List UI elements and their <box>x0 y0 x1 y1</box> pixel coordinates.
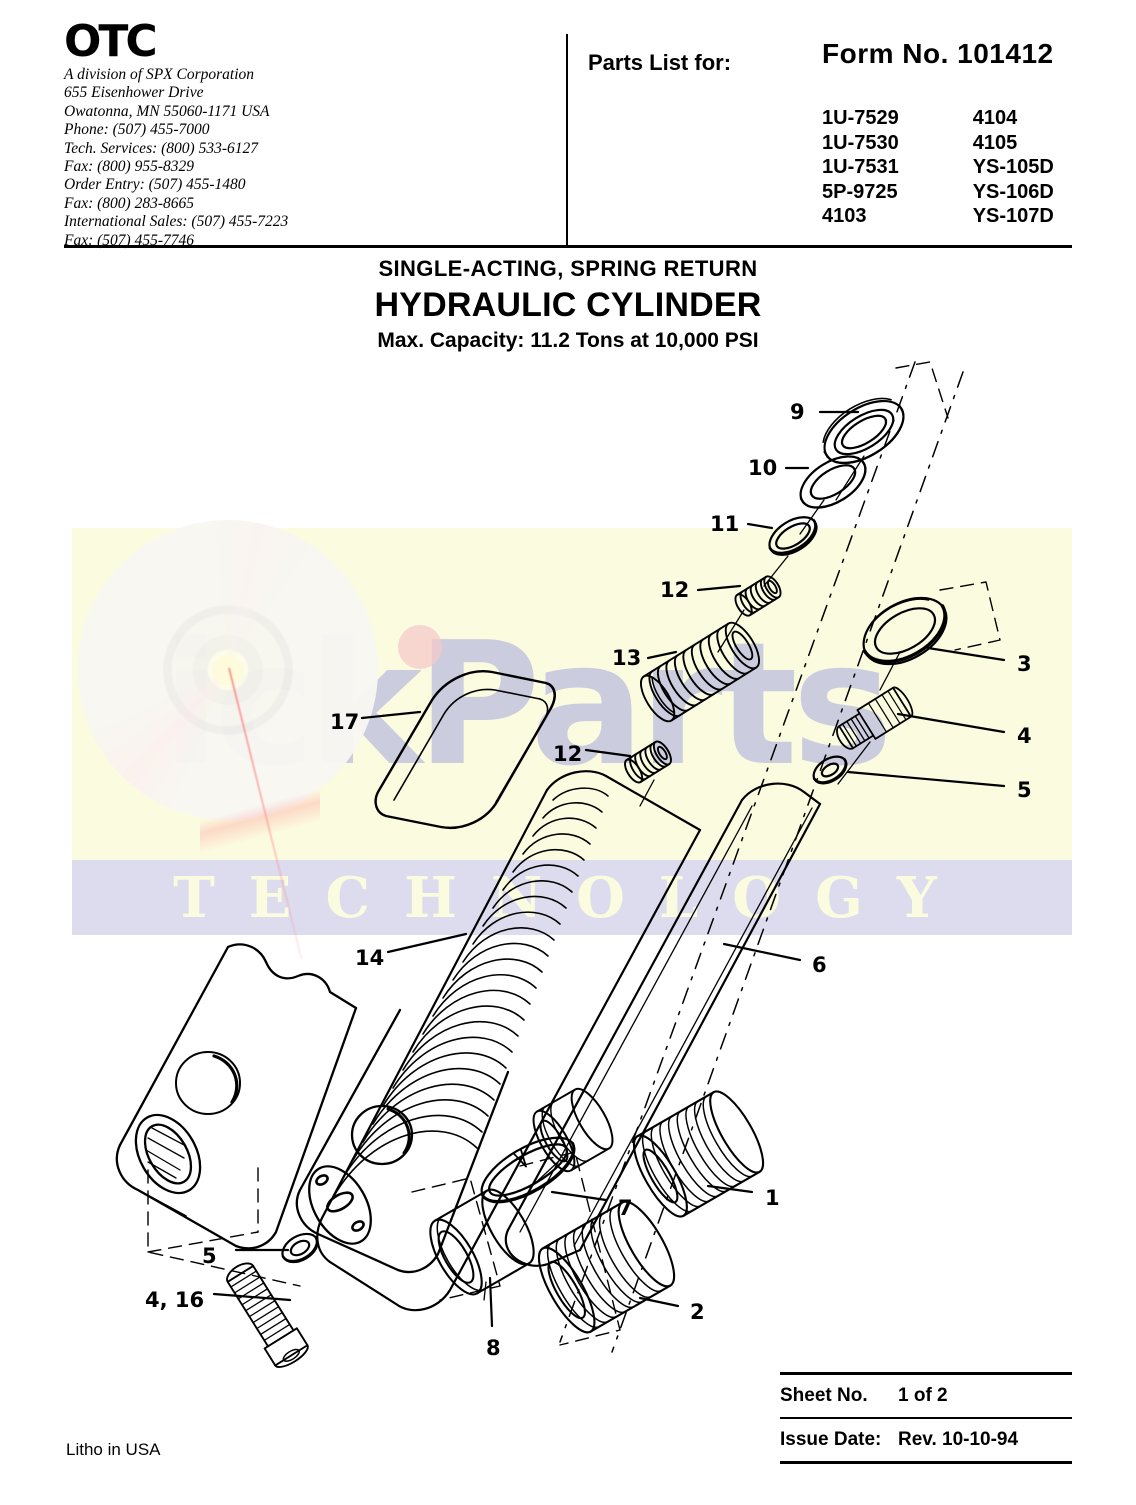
title-block: SINGLE-ACTING, SPRING RETURN HYDRAULIC C… <box>0 256 1136 353</box>
part-4-16-screw <box>226 1262 309 1368</box>
otc-logo: OTC <box>64 16 158 67</box>
title-subtitle: SINGLE-ACTING, SPRING RETURN <box>378 256 758 281</box>
callout-8: 8 <box>486 1336 501 1360</box>
model-number: 4104 <box>972 107 1018 129</box>
group-bracket-top <box>895 361 949 419</box>
part-5a-washer <box>812 755 848 785</box>
part-2-coupler <box>537 1200 676 1334</box>
callout-12-lower: 12 <box>553 742 583 766</box>
model-number: 1U-7530 <box>822 131 899 154</box>
callout-11: 11 <box>710 512 740 536</box>
callout-4: 4 <box>1017 724 1032 748</box>
sheet-no-row: Sheet No. 1 of 2 <box>780 1375 1072 1417</box>
header-rule <box>64 245 1072 248</box>
part-rod-piston-head <box>532 1087 614 1173</box>
callout-14: 14 <box>355 946 385 970</box>
part-17-sleeve <box>374 670 556 829</box>
sheet-no-value: 1 of 2 <box>898 1384 948 1406</box>
title-capacity: Max. Capacity: 11.2 Tons at 10,000 PSI <box>377 329 759 352</box>
footer-rule-mid <box>780 1416 1072 1419</box>
model-number: 4103 <box>822 205 867 227</box>
part-12b-spring <box>624 740 672 784</box>
model-number: 1U-7531 <box>822 156 899 178</box>
part-cylinder-body-left <box>115 943 358 1250</box>
issue-date-row: Issue Date: Rev. 10-10-94 <box>780 1419 1072 1461</box>
footer-rule-top <box>780 1372 1072 1375</box>
part-13-return-spring <box>640 621 760 723</box>
part-1-coupler <box>632 1090 765 1218</box>
callout-13: 13 <box>612 646 642 670</box>
end-face-ports <box>308 1165 372 1245</box>
callout-17: 17 <box>330 710 360 734</box>
callout-9: 9 <box>790 400 805 424</box>
issue-date-label: Issue Date: <box>780 1429 882 1450</box>
part-11-o-ring <box>768 516 818 556</box>
group-bracket-item3 <box>939 581 1001 651</box>
part-9-seal <box>822 397 905 465</box>
assembly-axis-lines <box>559 361 964 1353</box>
callout-2: 2 <box>690 1300 705 1324</box>
threaded-bore-left <box>134 1113 202 1195</box>
part-4-set-screw <box>836 686 914 750</box>
form-number: Form No. 101412 <box>822 38 1054 69</box>
callout-10: 10 <box>748 456 778 480</box>
footer-table: Sheet No. 1 of 2 Issue Date: Rev. 10-10-… <box>780 1372 1072 1464</box>
part-12a-spring <box>734 575 782 617</box>
model-number: 4105 <box>972 131 1018 154</box>
company-address: A division of SPX Corporation 655 Eisenh… <box>64 66 289 249</box>
model-number: 5P-9725 <box>822 180 898 203</box>
sheet-no-label: Sheet No. <box>780 1384 868 1406</box>
callout-7: 7 <box>618 1196 633 1220</box>
footer-rule-bottom <box>780 1461 1072 1464</box>
header-divider <box>566 34 568 246</box>
issue-date-value: Rev. 10-10-94 <box>898 1429 1019 1450</box>
callout-6: 6 <box>812 953 827 977</box>
litho-notice: Litho in USA <box>66 1440 161 1459</box>
part-5b-washer <box>281 1232 319 1264</box>
callout-3: 3 <box>1017 652 1032 676</box>
callout-5-lower: 5 <box>202 1244 217 1268</box>
callout-1: 1 <box>765 1186 780 1210</box>
group-bracket-item5-16 <box>147 1167 301 1287</box>
title-main: HYDRAULIC CYLINDER <box>374 286 762 324</box>
parts-list-for-label: Parts List for: <box>588 50 732 75</box>
callout-5-upper: 5 <box>1017 778 1032 802</box>
leader-lines <box>212 410 1006 1328</box>
document-header: OTC A division of SPX Corporation 655 Ei… <box>64 16 1072 249</box>
model-number: YS-106D <box>972 180 1054 203</box>
callout-4-16: 4, 16 <box>145 1288 205 1312</box>
part-14-threaded-ram <box>316 770 702 1312</box>
model-number: YS-107D <box>972 205 1054 227</box>
part-10-backup-ring <box>799 455 867 509</box>
part-cylinder-body-right <box>295 1008 510 1274</box>
part-3-o-ring <box>862 596 948 666</box>
model-number: YS-105D <box>972 156 1054 178</box>
callout-12-upper: 12 <box>660 578 690 602</box>
leader-tails <box>483 455 901 1301</box>
model-number: 1U-7529 <box>822 107 899 129</box>
